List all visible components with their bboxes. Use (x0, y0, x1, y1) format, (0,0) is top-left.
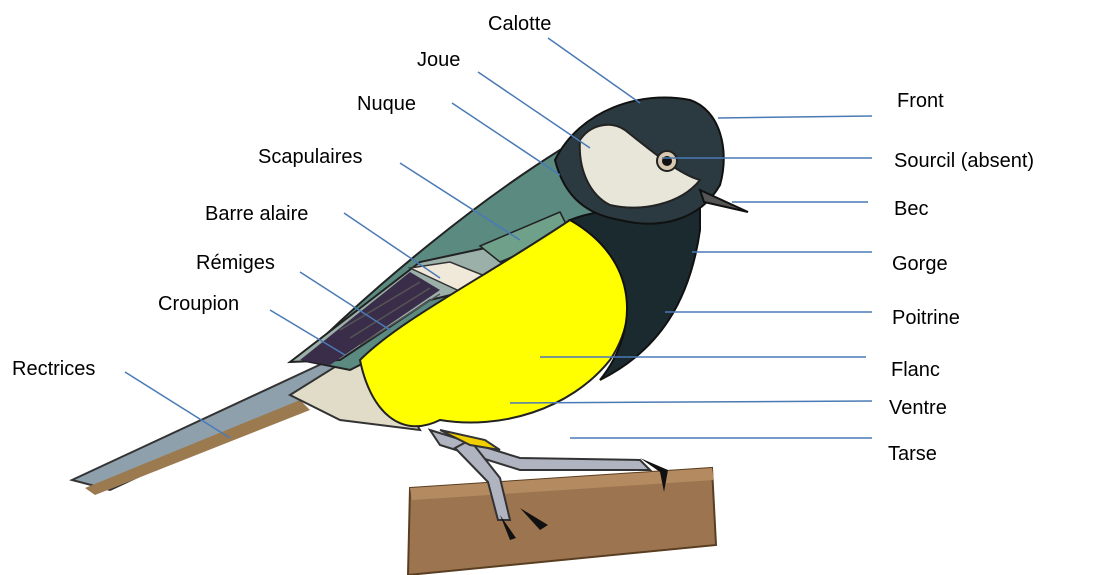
branch (408, 468, 716, 575)
label-joue: Joue (417, 50, 460, 70)
label-sourcil: Sourcil (absent) (894, 151, 1034, 171)
label-poitrine: Poitrine (892, 308, 960, 328)
leader-front (718, 116, 872, 118)
label-front: Front (897, 91, 944, 111)
label-tarse: Tarse (888, 444, 937, 464)
label-croupion: Croupion (158, 294, 239, 314)
label-scapulaires: Scapulaires (258, 147, 363, 167)
leader-rectrices (125, 372, 230, 438)
label-rectrices: Rectrices (12, 359, 95, 379)
leader-ventre (510, 401, 872, 403)
label-gorge: Gorge (892, 254, 948, 274)
leader-nuque (452, 103, 560, 175)
eye (657, 151, 677, 171)
label-flanc: Flanc (891, 360, 940, 380)
label-calotte: Calotte (488, 14, 551, 34)
leader-joue (478, 72, 590, 148)
beak (700, 190, 748, 212)
leader-barre-alaire (344, 213, 440, 278)
label-bec: Bec (894, 199, 928, 219)
leader-calotte (548, 38, 640, 103)
label-remiges: Rémiges (196, 253, 275, 273)
label-barre-alaire: Barre alaire (205, 204, 308, 224)
label-nuque: Nuque (357, 94, 416, 114)
tail (72, 360, 350, 495)
label-ventre: Ventre (889, 398, 947, 418)
